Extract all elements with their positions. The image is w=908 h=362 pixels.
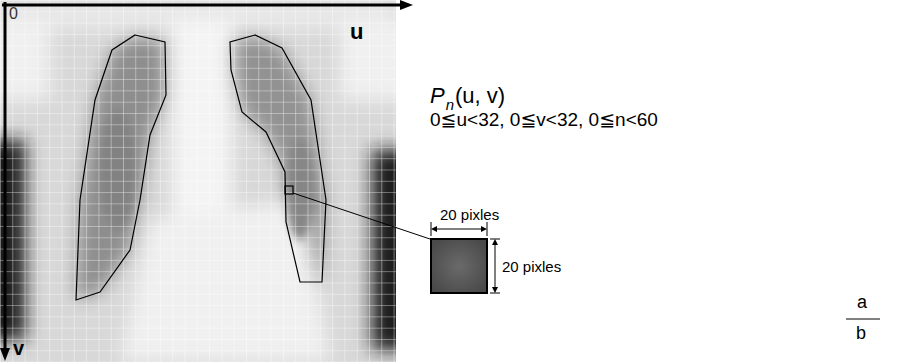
symbol-label: P: [430, 84, 445, 108]
axis-label: u: [350, 20, 363, 44]
dimension-line: [495, 242, 496, 290]
patch-enlarged: [431, 239, 487, 293]
arrowhead: [492, 287, 498, 293]
axis-label: v: [13, 337, 24, 359]
arrowhead: [492, 239, 498, 245]
xray-image: [0, 0, 396, 362]
sample-patch-marker: [285, 186, 293, 194]
lung-outline: [230, 35, 326, 282]
dimension-label: 20 pixles: [502, 259, 561, 276]
panel-label: b: [856, 324, 866, 344]
range-label: 0≦u<32, 0≦v<32, 0≦n<60: [430, 110, 658, 131]
lung-outline: [76, 35, 166, 300]
fraction-bar: [846, 319, 880, 320]
arrowhead: [0, 348, 10, 361]
arrowhead: [431, 226, 437, 232]
v-axis: [4, 2, 7, 350]
u-axis: [2, 4, 402, 7]
dimension-label: 20 pixles: [440, 207, 499, 224]
arrowhead: [481, 226, 487, 232]
origin-label: 0: [9, 5, 18, 23]
dimension-line: [434, 229, 484, 230]
arrowhead: [400, 0, 413, 10]
symbol-label: (u, v): [455, 84, 505, 108]
panel-label: a: [857, 293, 867, 313]
leader-line: [293, 193, 430, 239]
